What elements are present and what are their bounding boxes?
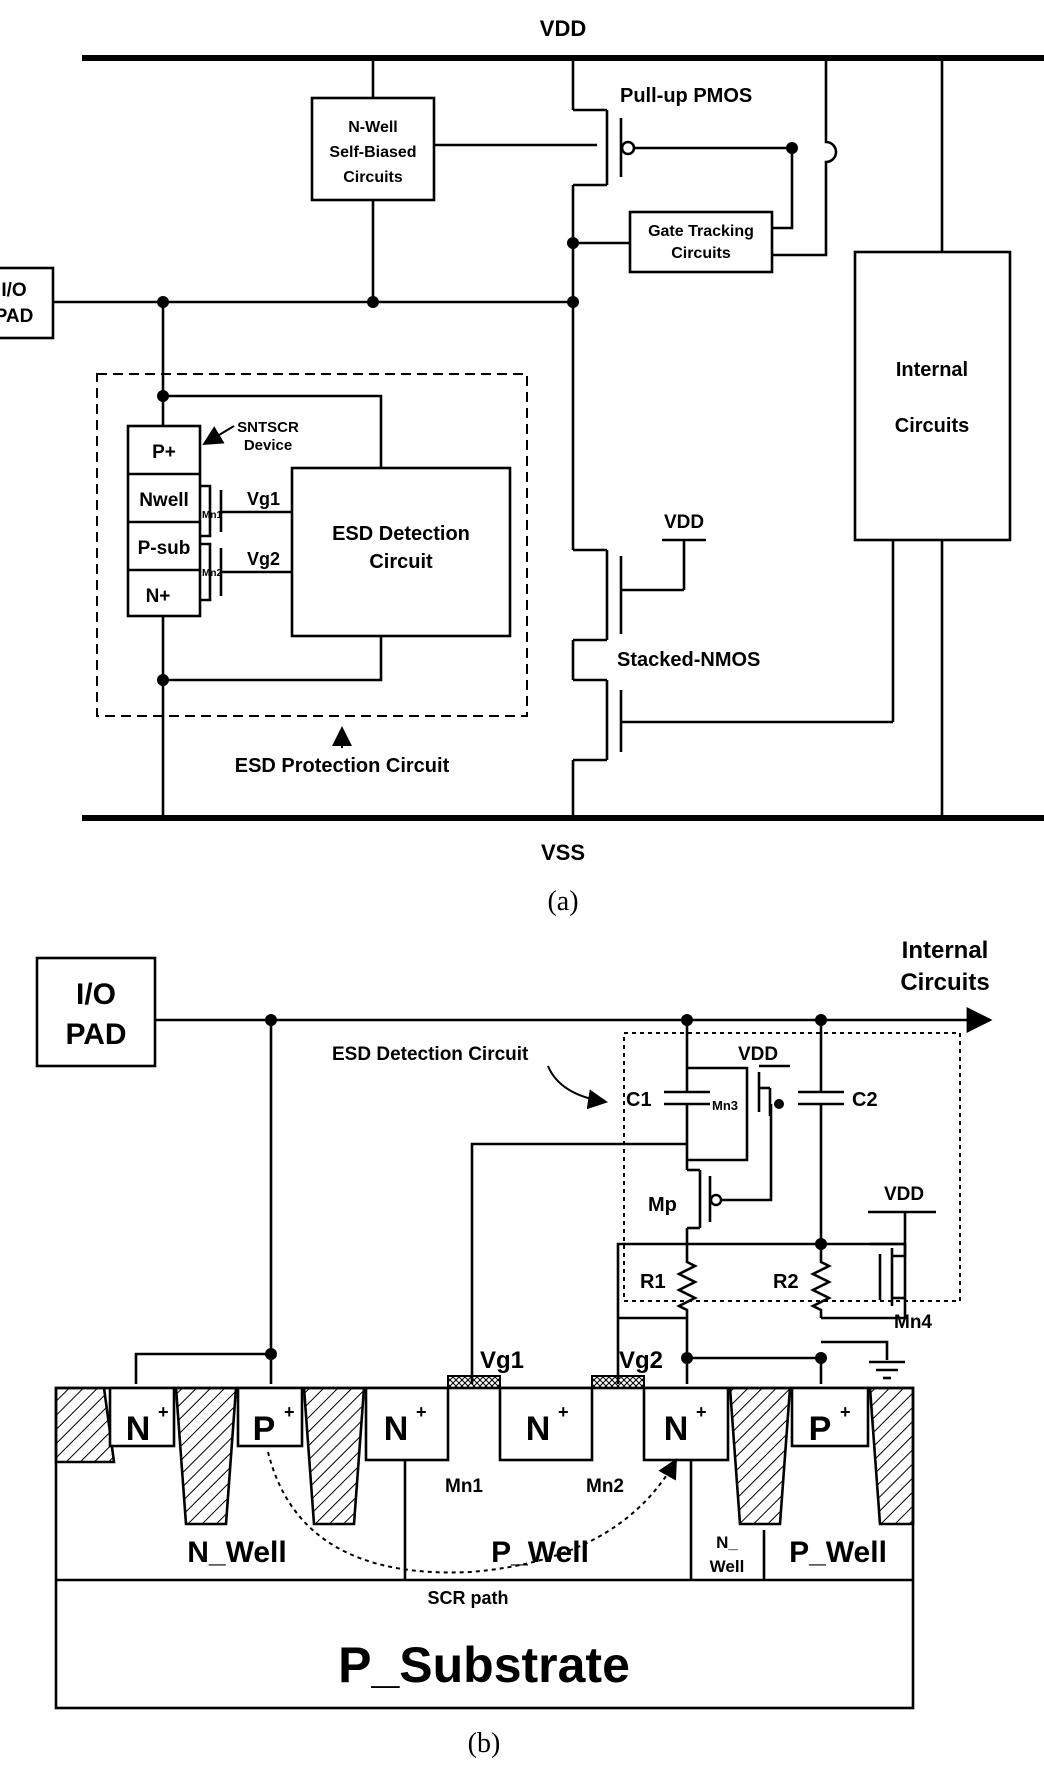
internal-b-line1: Internal <box>902 937 989 964</box>
diffusion <box>642 1386 730 1462</box>
esd-protection-box <box>96 373 528 717</box>
layer-psub: P-sub <box>138 538 191 559</box>
vg2-label-b: Vg2 <box>619 1347 663 1374</box>
substrate-label: P_Substrate <box>338 1637 630 1693</box>
diffusion <box>364 1386 450 1462</box>
sti-trench <box>728 1386 792 1526</box>
diffusion <box>498 1386 594 1462</box>
nwell-small-line1: N_ <box>716 1533 738 1552</box>
mn1-label-a: Mn1 <box>202 510 222 521</box>
sti-trench <box>174 1386 238 1526</box>
vg2-label-a: Vg2 <box>247 549 280 569</box>
pullup-label: Pull-up PMOS <box>620 85 752 107</box>
diff-label: N <box>384 1410 409 1448</box>
svg-text:+: + <box>416 1402 427 1422</box>
diffusion <box>236 1386 304 1448</box>
vg1-label-a: Vg1 <box>247 489 280 509</box>
gate-poly-mn1 <box>447 1375 501 1389</box>
stacked-nmos-label: Stacked-NMOS <box>617 649 760 671</box>
nwell-box-line2: Self-Biased <box>329 144 416 161</box>
mn2-label-b: Mn2 <box>586 1476 624 1497</box>
nwell-box-line3: Circuits <box>343 169 403 186</box>
c2-label: C2 <box>852 1089 878 1111</box>
vg1-label-b: Vg1 <box>480 1347 524 1374</box>
diff-label: N <box>126 1410 151 1448</box>
pwell2-label: P_Well <box>789 1536 887 1569</box>
mn2-label-a: Mn2 <box>202 568 222 579</box>
layer-n-plus: N+ <box>146 586 171 607</box>
sti-trench <box>868 1386 915 1526</box>
svg-text:+: + <box>158 1402 169 1422</box>
diffusion <box>790 1386 870 1448</box>
esd-detection-a-line1: ESD Detection <box>332 523 470 545</box>
diffusion <box>108 1386 176 1448</box>
vdd2-label-b: VDD <box>884 1184 924 1205</box>
pwell1-label: P_Well <box>491 1536 589 1569</box>
esd-detection-box-b <box>623 1032 961 1302</box>
esd-detection-box-a <box>290 466 512 638</box>
svg-text:+: + <box>284 1402 295 1422</box>
sti-trench <box>54 1386 116 1464</box>
vss-label: VSS <box>541 840 585 865</box>
diff-label: P <box>809 1410 832 1448</box>
svg-text:+: + <box>840 1402 851 1422</box>
sntscr-line2: Device <box>244 437 292 454</box>
mp-label: Mp <box>648 1194 677 1216</box>
gate-tracking-line1: Gate Tracking <box>648 223 754 240</box>
r1-label: R1 <box>640 1271 666 1293</box>
caption-a: (a) <box>547 886 578 917</box>
internal-circuits-a <box>853 250 1012 542</box>
internal-b-line2: Circuits <box>900 969 989 996</box>
nwell-self-biased-box <box>310 96 436 202</box>
internal-a-line2: Circuits <box>895 415 969 437</box>
r2-resistor <box>810 1244 832 1318</box>
svg-text:+: + <box>696 1402 707 1422</box>
vdd-label: VDD <box>540 16 586 41</box>
nwell-box-line1: N-Well <box>348 119 397 136</box>
io-pad-b-line2: PAD <box>65 1018 126 1051</box>
layer-p-plus: P+ <box>152 442 176 463</box>
vdd1-label-b: VDD <box>738 1044 778 1065</box>
r1-resistor <box>676 1244 698 1350</box>
mn1-label-b: Mn1 <box>445 1476 483 1497</box>
vdd-small-a: VDD <box>664 512 704 533</box>
mn3-label: Mn3 <box>712 1098 738 1113</box>
gate-tracking-box <box>628 210 774 274</box>
sti-trench <box>302 1386 366 1526</box>
gate-tracking-line2: Circuits <box>671 245 731 262</box>
mn4-label: Mn4 <box>894 1312 932 1333</box>
caption-b: (b) <box>468 1728 501 1759</box>
io-pad-b-line1: I/O <box>76 978 116 1011</box>
part-a: VDD VSS I/O PAD N-Well Self-Biased Circu… <box>0 16 1044 917</box>
esd-protection-label: ESD Protection Circuit <box>235 755 450 777</box>
diff-label: N <box>526 1410 551 1448</box>
pmos-gate-bubble <box>620 140 636 156</box>
scr-label: SCR path <box>428 1588 509 1608</box>
diff-label: N <box>664 1410 689 1448</box>
r2-label: R2 <box>773 1271 799 1293</box>
io-pad-a <box>0 266 55 340</box>
layer-nwell: Nwell <box>139 490 189 511</box>
diff-label: P <box>253 1410 276 1448</box>
nwell-small-line2: Well <box>710 1557 745 1576</box>
scr-path-arrow <box>267 1451 677 1574</box>
esd-detection-b-label: ESD Detection Circuit <box>332 1044 529 1065</box>
part-b: I/O PAD Internal Circuits ESD Detection … <box>35 937 993 1759</box>
io-pad-a-line2: PAD <box>0 306 33 327</box>
sntscr-line1: SNTSCR <box>237 419 299 436</box>
gate-poly-mn2 <box>591 1375 645 1389</box>
nwell-label: N_Well <box>187 1536 286 1569</box>
io-pad-b <box>35 956 157 1068</box>
esd-detection-a-line2: Circuit <box>369 551 433 573</box>
internal-a-line1: Internal <box>896 359 968 381</box>
svg-text:+: + <box>558 1402 569 1422</box>
c1-label: C1 <box>626 1089 652 1111</box>
io-pad-a-line1: I/O <box>1 280 26 301</box>
